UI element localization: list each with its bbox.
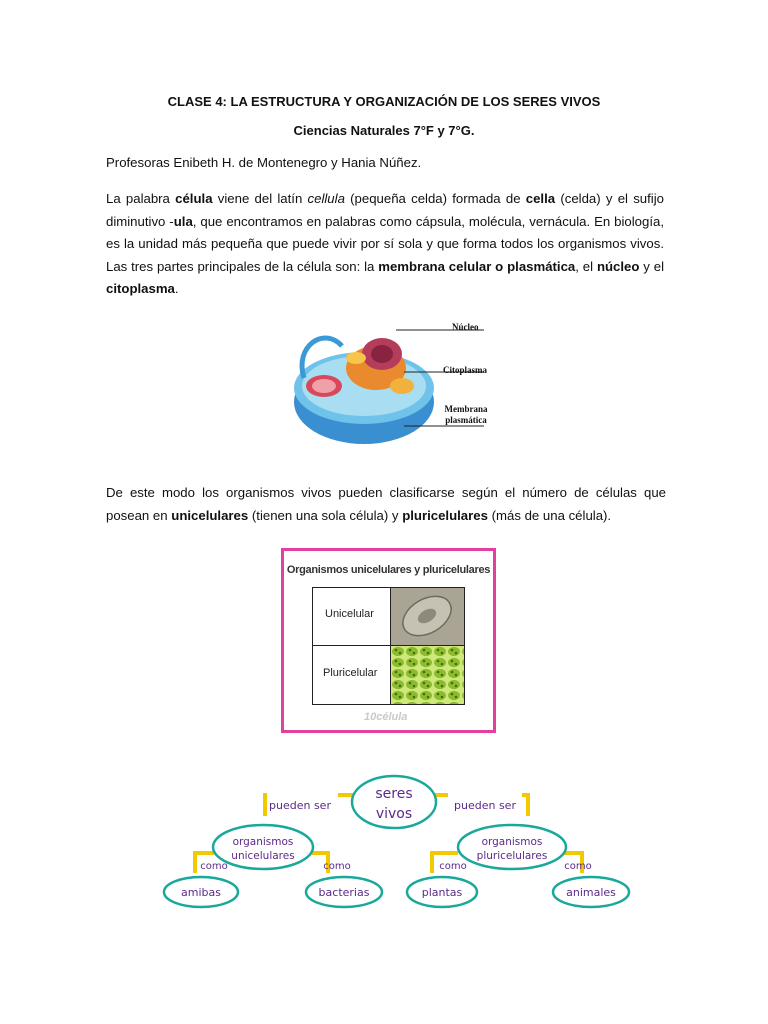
- italic-term-cellula: cellula: [307, 191, 345, 206]
- label-membrane: Membrana plasmática: [441, 404, 491, 426]
- connector: [430, 851, 458, 873]
- como-3: como: [439, 861, 466, 872]
- root-word-2: vivos: [376, 806, 412, 822]
- bold-term-celula: célula: [175, 191, 213, 206]
- bold-term-pluricelulares: pluricelulares: [402, 507, 488, 523]
- text-run: (más de una célula).: [487, 507, 612, 523]
- page-title: CLASE 4: LA ESTRUCTURA Y ORGANIZACIÓN DE…: [167, 94, 601, 109]
- leaf-plantas: plantas: [422, 886, 463, 899]
- connector: [193, 851, 214, 873]
- ellipse-root: [350, 774, 438, 830]
- como-4: como: [564, 861, 591, 872]
- text-run: La palabra: [106, 191, 176, 206]
- text-run: viene del latín: [212, 191, 308, 206]
- bold-term-unicelulares: unicelulares: [171, 507, 249, 523]
- uni-line2: unicelulares: [231, 850, 294, 862]
- cell-illustration: [294, 335, 434, 444]
- como-1: como: [200, 861, 227, 872]
- plant-cells-image: [391, 646, 464, 704]
- bold-term-citoplasma: citoplasma: [106, 281, 175, 297]
- root-word-1: seres: [375, 786, 412, 802]
- label-nucleus: Núcleo: [452, 322, 479, 332]
- ellipse-multicellular: [456, 823, 568, 871]
- pluri-line2: pluricelulares: [477, 850, 548, 862]
- page-subtitle: Ciencias Naturales 7°F y 7°G.: [293, 123, 475, 138]
- teachers-line: Profesoras Enibeth H. de Montenegro y Ha…: [106, 155, 422, 170]
- connector: [562, 851, 584, 873]
- text-run: , el: [575, 258, 597, 274]
- leaf-animales: animales: [566, 886, 616, 899]
- paragraph-classification: De este modo los organismos vivos pueden…: [106, 482, 666, 527]
- label-membrane-line2: plasmática: [445, 415, 487, 425]
- connector: [263, 793, 267, 816]
- bold-term-ula: ula: [173, 213, 193, 229]
- organisms-figure-title: Organismos unicelulares y pluricelulares: [286, 564, 491, 576]
- text-run: (celda) y el sufijo diminutivo -: [106, 191, 664, 229]
- text-run: .: [174, 281, 179, 297]
- concept-map: seres vivos pueden ser pueden ser organi…: [162, 774, 631, 909]
- row-multicellular-label: Pluricelular: [323, 667, 378, 679]
- text-run: , que encontramos en palabras como cápsu…: [106, 213, 664, 274]
- connector: [522, 793, 530, 816]
- text-run: (pequeña celda) formada de: [344, 191, 526, 206]
- row-unicellular: Unicelular: [313, 588, 391, 646]
- logo: 10célula: [364, 711, 408, 723]
- text-run: y el: [639, 258, 665, 274]
- leaf-amibas: amibas: [181, 886, 221, 899]
- link-right: pueden ser: [454, 799, 516, 812]
- row-multicellular: Pluricelular: [313, 646, 391, 704]
- bold-term-membrana: membrana celular o plasmática: [378, 258, 576, 274]
- ellipse-leaf: [304, 875, 384, 909]
- link-left: pueden ser: [269, 799, 331, 812]
- multicellular-image: [391, 646, 464, 704]
- ellipse-leaf: [551, 875, 631, 909]
- row-unicellular-label: Unicelular: [325, 608, 374, 620]
- como-2: como: [323, 861, 350, 872]
- paramecium-image: [402, 595, 452, 637]
- connector: [312, 851, 330, 873]
- pluri-line1: organismos: [482, 836, 543, 848]
- text-run: (tienen una sola célula) y: [248, 507, 403, 523]
- bold-term-nucleo: núcleo: [596, 258, 640, 274]
- text-run: De este modo los organismos vivos pueden…: [106, 485, 666, 523]
- uni-line1: organismos: [233, 836, 294, 848]
- ellipse-leaf: [405, 875, 479, 909]
- label-cytoplasm: Citoplasma: [443, 365, 488, 375]
- cell-diagram: [294, 329, 484, 444]
- ellipse-leaf: [162, 875, 240, 909]
- paragraph-cell-definition: La palabra célula viene del latín cellul…: [106, 188, 664, 301]
- organisms-figure: Organismos unicelulares y pluricelulares…: [281, 548, 496, 733]
- bold-term-cella: cella: [525, 191, 556, 206]
- organisms-table: Unicelular Pluricelular: [312, 587, 465, 705]
- label-membrane-line1: Membrana: [444, 404, 488, 414]
- ellipses: [162, 774, 631, 909]
- ellipse-unicellular: [211, 823, 315, 871]
- leaf-bacterias: bacterias: [319, 886, 370, 899]
- unicellular-image: [391, 588, 464, 646]
